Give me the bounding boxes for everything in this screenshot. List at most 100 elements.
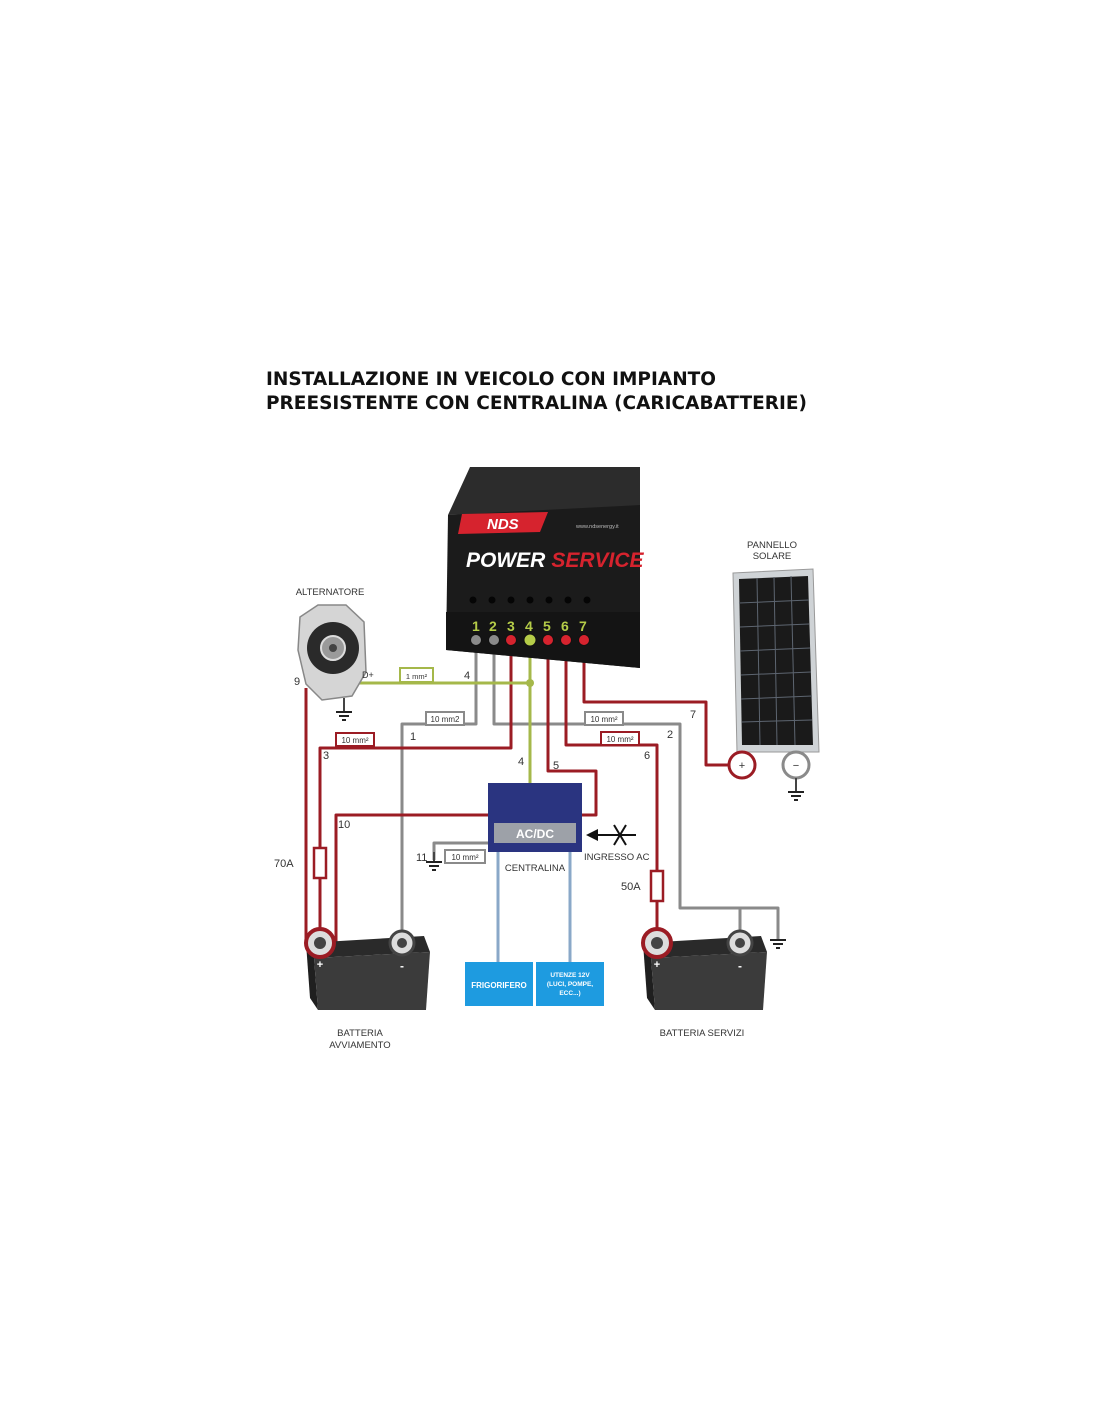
fridge-box xyxy=(465,962,533,1006)
terminal-number-2: 2 xyxy=(489,618,497,634)
control-unit: AC/DC CENTRALINA INGRESSO AC xyxy=(488,783,650,874)
service-battery-label: BATTERIA SERVIZI xyxy=(660,1028,745,1039)
fuse-service xyxy=(649,869,665,903)
title-line-2: PREESISTENTE CON CENTRALINA (CARICABATTE… xyxy=(266,393,807,414)
wire-number-6: 6 xyxy=(644,750,650,762)
ground-11-icon xyxy=(426,861,442,871)
loads-label-line-3: ECC...) xyxy=(559,990,580,997)
solar-positive-sign: + xyxy=(739,760,745,772)
wire-number-4-top: 4 xyxy=(464,670,470,682)
ground-11 xyxy=(426,852,442,871)
cable-tags: 1 mm² 10 mm2 10 mm² 10 mm² 10 mm² 10 mm² xyxy=(335,667,640,864)
terminal-4 xyxy=(523,633,537,647)
device-vents xyxy=(469,596,591,604)
diagram-title: INSTALLAZIONE IN VEICOLO CON IMPIANTO PR… xyxy=(266,368,866,416)
wire-2-negative xyxy=(492,640,742,943)
wire-3-positive xyxy=(318,640,513,943)
solar-positive-terminal xyxy=(727,750,757,780)
service-battery-positive-core xyxy=(651,937,663,949)
fuse-starter-label: 70A xyxy=(274,858,294,870)
alternator-d-plus: D+ xyxy=(362,670,374,680)
wire-number-5: 5 xyxy=(553,760,559,772)
acdc-label: AC/DC xyxy=(516,827,554,841)
service-battery-minus: - xyxy=(738,959,742,973)
alternator-shaft xyxy=(329,644,337,652)
wire-number-11: 11 xyxy=(416,852,427,864)
ac-input-arrow xyxy=(586,829,598,841)
terminal-3 xyxy=(505,634,517,646)
ac-input-label: INGRESSO AC xyxy=(584,852,650,863)
cable-tag-alt-box xyxy=(399,667,434,683)
starter-battery-body xyxy=(306,943,318,1010)
device-website: www.ndsenergy.it xyxy=(575,524,619,530)
terminal-number-5: 5 xyxy=(543,618,551,634)
solar-negative-sign: − xyxy=(793,760,799,772)
acdc-panel xyxy=(494,823,576,843)
service-battery-negative-core xyxy=(735,938,745,948)
alternator: ALTERNATORE D+ xyxy=(296,587,374,721)
terminal-number-3: 3 xyxy=(507,618,515,634)
cable-tag-pos-3-box xyxy=(335,732,375,747)
wire-number-4: 4 xyxy=(518,756,524,768)
solar-cell-grid xyxy=(738,575,813,746)
starter-battery-label-2: AVVIAMENTO xyxy=(329,1040,390,1051)
wire-number-1: 1 xyxy=(410,731,416,743)
solar-ground-icon xyxy=(788,791,804,801)
starter-battery: + - BATTERIA AVVIAMENTO xyxy=(304,927,430,1051)
ac-input-disconnected-icon xyxy=(613,824,627,846)
loads-label-line-1: UTENZE 12V xyxy=(550,972,590,979)
starter-battery-negative-core xyxy=(397,938,407,948)
cable-tag-alt: 1 mm² xyxy=(406,672,428,681)
wire-1-negative xyxy=(400,640,478,943)
wire-number-labels: 9 4 1 3 4 5 10 11 6 2 7 xyxy=(294,670,696,864)
wire-7-positive xyxy=(582,640,742,767)
starter-battery-plus: + xyxy=(317,959,323,971)
terminal-number-7: 7 xyxy=(579,618,587,634)
terminal-1 xyxy=(470,634,482,646)
brand-badge xyxy=(458,512,548,534)
terminal-5 xyxy=(542,634,554,646)
terminal-7 xyxy=(578,634,590,646)
fuse-service-label: 50A xyxy=(621,881,641,893)
service-battery: + - BATTERIA SERVIZI xyxy=(641,927,767,1039)
alternator-label: ALTERNATORE xyxy=(296,587,365,598)
starter-battery-minus: - xyxy=(400,959,404,973)
device-name-red: SERVICE xyxy=(551,549,644,572)
wire-4-junction xyxy=(526,679,534,687)
alternator-ground-icon xyxy=(336,711,352,721)
service-battery-front xyxy=(651,952,767,1010)
terminal-connectors xyxy=(470,633,590,647)
cable-tag-neg-1: 10 mm2 xyxy=(431,715,460,724)
wire-number-7: 7 xyxy=(690,709,696,721)
fuses: 70A 50A xyxy=(274,846,665,903)
cable-tag-pos-6-box xyxy=(600,731,640,746)
cable-tag-neg-1-box xyxy=(425,711,465,726)
brand-logo: NDS xyxy=(487,516,519,533)
service-battery-ground-icon xyxy=(770,939,786,949)
cable-tag-pos-3: 10 mm² xyxy=(341,736,368,745)
loads-box xyxy=(536,962,604,1006)
service-battery-plus: + xyxy=(654,959,660,971)
terminal-numbers: 1 2 3 4 5 6 7 xyxy=(472,618,587,634)
fridge-label: FRIGORIFERO xyxy=(471,981,527,990)
terminal-6 xyxy=(560,634,572,646)
cable-tag-ground-11-box xyxy=(444,849,486,864)
cable-tag-neg-2-box xyxy=(584,711,624,726)
terminal-number-1: 1 xyxy=(472,618,480,634)
loads: FRIGORIFERO UTENZE 12V (LUCI, POMPE, ECC… xyxy=(465,962,604,1006)
cable-tag-neg-2: 10 mm² xyxy=(590,715,617,724)
terminal-number-6: 6 xyxy=(561,618,569,634)
loads-label-line-2: (LUCI, POMPE, xyxy=(547,981,593,988)
terminal-2 xyxy=(488,634,500,646)
device-top-face xyxy=(448,467,640,515)
solar-label-line-2: SOLARE xyxy=(753,551,792,562)
service-battery-body xyxy=(643,943,655,1010)
device-name-white: POWER xyxy=(466,549,546,572)
cable-tag-ground-11: 10 mm² xyxy=(451,853,478,862)
terminal-number-4: 4 xyxy=(525,618,533,634)
cable-tag-pos-6: 10 mm² xyxy=(606,735,633,744)
starter-battery-positive-core xyxy=(314,937,326,949)
